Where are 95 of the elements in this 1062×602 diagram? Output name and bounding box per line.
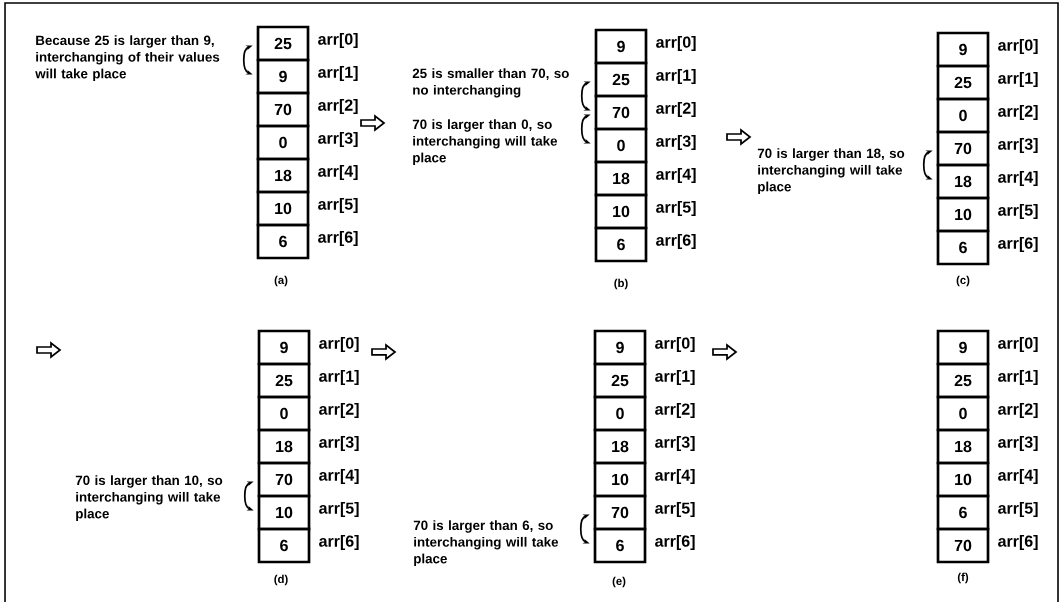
array-cell: 25 [936,362,990,399]
array-cell: 70 [256,91,310,128]
index-label: arr[3] [319,436,359,451]
index-label: arr[1] [656,69,696,84]
annotation-text: 25 is smaller than 70, so no interchanging [412,68,569,98]
array-cell: 9 [936,329,990,366]
array-cell: 18 [936,163,990,200]
index-label: arr[5] [998,204,1038,219]
annotation-text: 70 is larger than 18, so interchanging will take place [757,148,905,194]
array-cell: 9 [256,58,310,95]
index-label: arr[0] [998,337,1038,352]
array-cell: 70 [593,494,647,531]
array-cell: 10 [936,196,990,233]
array-cell: 70 [257,461,311,498]
array-cell: 10 [594,193,648,230]
array-cell: 25 [936,64,990,101]
index-label: arr[6] [318,231,358,246]
index-label: arr[1] [998,370,1038,385]
index-label: arr[4] [319,469,359,484]
panel-caption: (c) [956,275,970,287]
array-cell: 18 [256,157,310,194]
array-cell: 25 [257,362,311,399]
array-cell: 0 [936,97,990,134]
index-label: arr[6] [998,535,1038,550]
index-label: arr[6] [655,535,695,550]
index-label: arr[4] [318,165,358,180]
array-cell: 6 [593,527,647,564]
index-label: arr[0] [319,337,359,352]
index-label: arr[2] [655,403,695,418]
index-label: arr[3] [318,132,358,147]
array-cell: 0 [257,395,311,432]
panel-caption: (d) [274,574,288,586]
array-cell: 25 [594,61,648,98]
array-cell: 18 [594,160,648,197]
array-cell: 70 [936,130,990,167]
annotation-text: Because 25 is larger than 9, interchanging of their values will take place [35,35,220,81]
array-cell: 25 [593,362,647,399]
index-label: arr[0] [318,33,358,48]
panel-caption: (b) [614,278,628,290]
index-label: arr[3] [998,436,1038,451]
index-label: arr[0] [656,36,696,51]
array-cell: 9 [936,31,990,68]
array-cell: 10 [257,494,311,531]
panel-caption: (e) [612,576,626,588]
array-cell: 18 [257,428,311,465]
index-label: arr[1] [318,66,358,81]
array-cell: 9 [257,329,311,366]
index-label: arr[3] [656,135,696,150]
array-cell: 18 [593,428,647,465]
index-label: arr[5] [998,502,1038,517]
index-label: arr[1] [655,370,695,385]
index-label: arr[2] [318,99,358,114]
index-label: arr[0] [998,39,1038,54]
index-label: arr[5] [319,502,359,517]
array-cell: 0 [593,395,647,432]
array-cell: 0 [256,124,310,161]
array-cell: 6 [936,494,990,531]
annotation-text: 70 is larger than 6, so interchanging will take place [413,520,559,566]
index-label: arr[3] [998,138,1038,153]
array-cell: 6 [257,527,311,564]
index-label: arr[3] [655,436,695,451]
array-cell: 9 [593,329,647,366]
index-label: arr[2] [319,403,359,418]
index-label: arr[6] [656,234,696,249]
array-cell: 70 [936,527,990,564]
panel-caption: (a) [274,275,288,287]
index-label: arr[6] [319,535,359,550]
index-label: arr[4] [656,168,696,183]
array-cell: 0 [936,395,990,432]
annotation-text: 70 is larger than 10, so interchanging will take place [75,475,223,521]
array-cell: 6 [936,229,990,266]
index-label: arr[5] [655,502,695,517]
index-label: arr[2] [998,105,1038,120]
array-cell: 18 [936,428,990,465]
array-cell: 10 [593,461,647,498]
array-cell: 6 [256,223,310,260]
index-label: arr[1] [998,72,1038,87]
array-cell: 0 [594,127,648,164]
array-cell: 9 [594,28,648,65]
array-cell: 70 [594,94,648,131]
index-label: arr[4] [998,171,1038,186]
array-cell: 10 [256,190,310,227]
annotation-text: 70 is larger than 0, so interchanging will take place [412,119,558,165]
index-label: arr[1] [319,370,359,385]
index-label: arr[4] [655,469,695,484]
array-cell: 10 [936,461,990,498]
index-label: arr[2] [656,102,696,117]
index-label: arr[5] [656,201,696,216]
array-cell: 25 [256,25,310,62]
index-label: arr[6] [998,237,1038,252]
index-label: arr[5] [318,198,358,213]
index-label: arr[4] [998,469,1038,484]
index-label: arr[2] [998,403,1038,418]
index-label: arr[0] [655,337,695,352]
array-cell: 6 [594,226,648,263]
